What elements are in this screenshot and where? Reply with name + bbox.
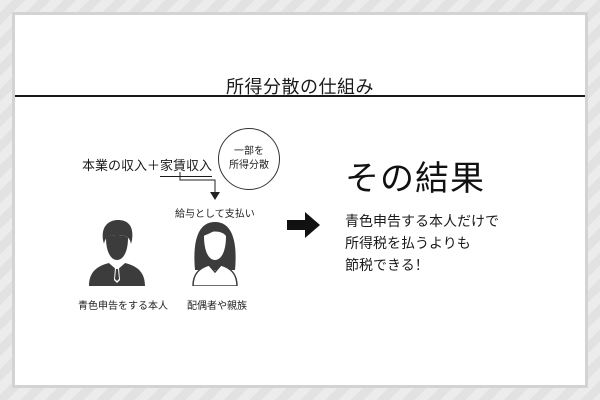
result-line-1: 青色申告する本人だけで xyxy=(345,214,499,230)
income-split-note: 一部を 所得分散 xyxy=(218,128,280,190)
family-caption: 配偶者や親族 xyxy=(187,301,247,312)
salary-payment-label: 給与として支払い xyxy=(175,209,255,220)
result-line-3: 節税できる！ xyxy=(345,258,429,274)
page-title: 所得分散の仕組み xyxy=(226,77,374,98)
right-arrow-icon xyxy=(287,212,320,238)
result-line-2: 所得税を払うよりも xyxy=(345,236,471,252)
income-formula-main: 本業の収入＋ xyxy=(82,159,161,174)
income-split-note-line2: 所得分散 xyxy=(229,160,269,171)
income-formula-rent: 家賃収入 xyxy=(160,159,213,177)
income-split-note-line1: 一部を xyxy=(234,146,264,157)
self-caption: 青色申告をする本人 xyxy=(78,301,168,312)
diagram-card: 所得分散の仕組み 本業の収入＋家賃収入 一部を 所得分散 給与として支払い 青色… xyxy=(12,12,588,388)
connector-arrow-icon xyxy=(179,172,220,200)
result-title: その結果 xyxy=(345,159,485,199)
male-person-icon xyxy=(89,220,145,286)
income-formula: 本業の収入＋家賃収入 xyxy=(82,155,213,177)
title-divider xyxy=(15,95,585,97)
result-description: 青色申告する本人だけで 所得税を払うよりも 節税できる！ xyxy=(345,211,499,277)
female-person-icon xyxy=(192,222,238,286)
